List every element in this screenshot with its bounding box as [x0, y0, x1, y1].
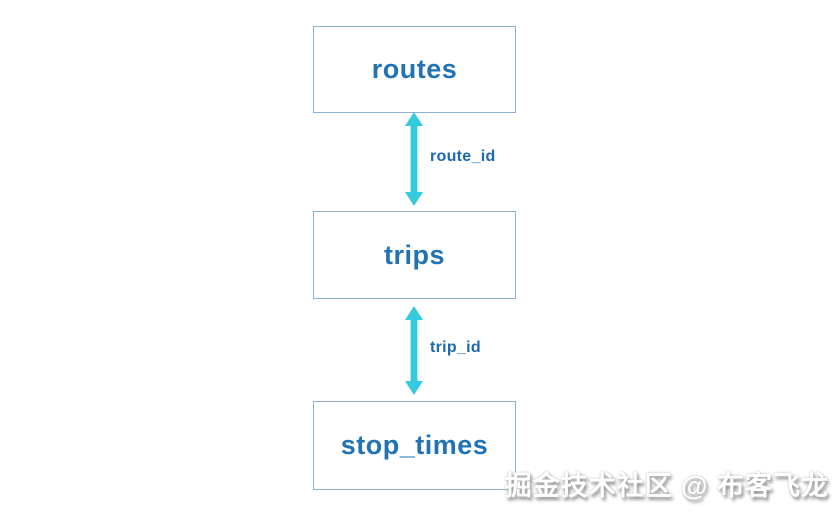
double-arrow-routes-trips-icon: [405, 112, 423, 206]
entity-routes: routes: [313, 26, 516, 113]
entity-stop-times: stop_times: [313, 401, 516, 490]
entity-routes-label: routes: [371, 54, 458, 84]
edge-label-route-id: route_id: [430, 148, 496, 165]
watermark: 掘金技术社区 @ 布客飞龙: [504, 471, 829, 501]
entity-trips-label: trips: [383, 239, 445, 270]
edge-label-trip-id: trip_id: [430, 339, 481, 356]
double-arrow-trips-stop-times-icon: [405, 306, 423, 395]
entity-trips: trips: [313, 211, 516, 299]
entity-stop-times-label: stop_times: [340, 430, 489, 460]
